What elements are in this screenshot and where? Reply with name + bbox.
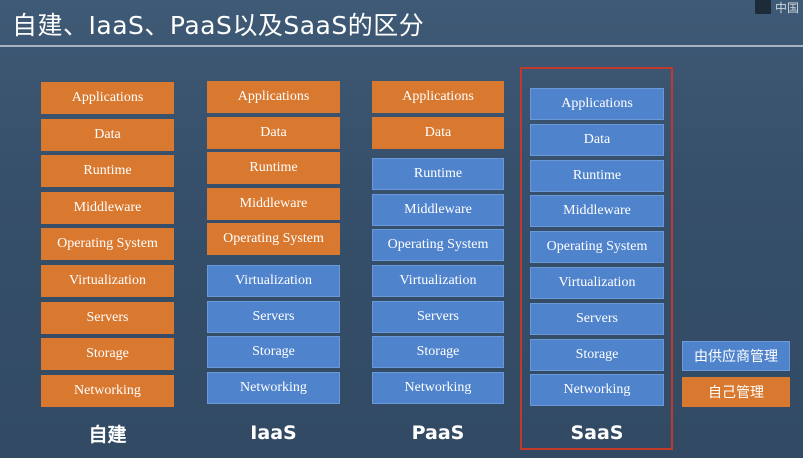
logo-text: 中国	[774, 1, 799, 15]
layer-runtime-paas: Runtime	[372, 158, 504, 191]
title-divider	[0, 45, 803, 47]
layer-networking-saas: Networking	[530, 374, 664, 407]
layer-middleware-paas: Middleware	[372, 193, 504, 226]
layer-middleware-iaas: Middleware	[207, 187, 340, 220]
layer-data-paas: Data	[372, 116, 504, 149]
column-label-2: PaaS	[411, 422, 465, 444]
layer-networking-自建: Networking	[41, 374, 174, 407]
layer-servers-saas: Servers	[530, 302, 664, 335]
layer-data-iaas: Data	[207, 116, 340, 149]
layer-middleware-saas: Middleware	[530, 195, 664, 228]
layer-applications-iaas: Applications	[207, 81, 340, 113]
logo-icon	[754, 0, 771, 14]
slide-title: 自建、IaaS、PaaS以及SaaS的区分	[12, 11, 425, 40]
legend-vendor-managed: 由供应商管理	[682, 341, 790, 371]
layer-storage-saas: Storage	[530, 338, 664, 371]
layer-virtualization-iaas: Virtualization	[207, 265, 340, 297]
layer-servers-自建: Servers	[41, 301, 174, 334]
layer-runtime-iaas: Runtime	[207, 152, 340, 185]
layer-networking-iaas: Networking	[207, 371, 340, 404]
layer-virtualization-自建: Virtualization	[41, 265, 174, 297]
layer-operating-system-saas: Operating System	[530, 231, 664, 264]
layer-operating-system-自建: Operating System	[41, 228, 174, 261]
layer-storage-自建: Storage	[41, 338, 174, 371]
legend-self-managed: 自己管理	[682, 377, 790, 407]
layer-applications-paas: Applications	[372, 81, 504, 113]
saas-highlight-frame	[520, 67, 673, 450]
layer-middleware-自建: Middleware	[41, 191, 174, 224]
layer-virtualization-paas: Virtualization	[372, 265, 504, 297]
column-label-0: 自建	[88, 423, 127, 446]
layer-operating-system-paas: Operating System	[372, 229, 504, 262]
layer-applications-saas: Applications	[530, 88, 664, 120]
layer-data-saas: Data	[530, 123, 664, 156]
layer-applications-自建: Applications	[41, 82, 174, 114]
layer-networking-paas: Networking	[372, 371, 504, 404]
layer-servers-paas: Servers	[372, 300, 504, 333]
layer-operating-system-iaas: Operating System	[207, 223, 340, 256]
layer-runtime-saas: Runtime	[530, 159, 664, 192]
layer-data-自建: Data	[41, 118, 174, 151]
layer-storage-paas: Storage	[372, 336, 504, 369]
layer-runtime-自建: Runtime	[41, 155, 174, 188]
layer-virtualization-saas: Virtualization	[530, 267, 664, 299]
column-label-1: IaaS	[250, 422, 297, 444]
column-label-3: SaaS	[570, 422, 624, 444]
layer-storage-iaas: Storage	[207, 336, 340, 369]
logo: 中国	[753, 0, 803, 16]
layer-servers-iaas: Servers	[207, 300, 340, 333]
